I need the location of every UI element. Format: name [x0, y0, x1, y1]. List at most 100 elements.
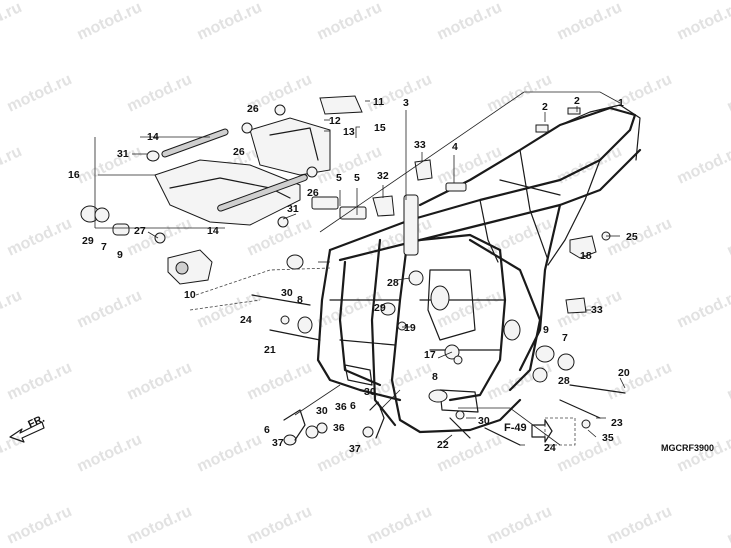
- watermark: motod.ru: [195, 0, 265, 44]
- callout-13: 13: [343, 126, 355, 138]
- callout-33: 33: [414, 139, 426, 151]
- watermark: motod.ru: [555, 431, 625, 476]
- callout-14: 14: [207, 225, 219, 237]
- watermark: motod.ru: [245, 503, 315, 548]
- watermark: motod.ru: [125, 503, 195, 548]
- watermark: motod.ru: [5, 215, 75, 260]
- watermark: motod.ru: [0, 0, 25, 44]
- callout-4: 4: [452, 141, 458, 153]
- callout-5: 5: [336, 172, 342, 184]
- callout-33: 33: [591, 304, 603, 316]
- callout-36: 36: [335, 401, 347, 413]
- watermark: motod.ru: [195, 431, 265, 476]
- callout-16: 16: [68, 169, 80, 181]
- watermark: motod.ru: [675, 143, 731, 188]
- watermark: motod.ru: [725, 503, 731, 548]
- callout-6: 6: [264, 424, 270, 436]
- callout-12: 12: [329, 115, 341, 127]
- callout-26: 26: [307, 187, 319, 199]
- watermark: motod.ru: [725, 215, 731, 260]
- callout-29: 29: [374, 302, 386, 314]
- callout-18: 18: [580, 250, 592, 262]
- watermark: motod.ru: [725, 359, 731, 404]
- callout-6: 6: [350, 400, 356, 412]
- watermark: motod.ru: [5, 359, 75, 404]
- callout-8: 8: [432, 371, 438, 383]
- callout-10: 10: [184, 289, 196, 301]
- hardware-drawing: [80, 104, 626, 446]
- callout-29: 29: [82, 235, 94, 247]
- watermark: motod.ru: [675, 0, 731, 44]
- watermark: motod.ru: [315, 0, 385, 44]
- callout-19: 19: [404, 322, 416, 334]
- watermark: motod.ru: [125, 359, 195, 404]
- callout-7: 7: [562, 332, 568, 344]
- watermark: motod.ru: [675, 287, 731, 332]
- callout-23: 23: [611, 417, 623, 429]
- upper-parts-drawing: [154, 95, 597, 314]
- watermark: motod.ru: [435, 0, 505, 44]
- callout-30: 30: [316, 405, 328, 417]
- watermark: motod.ru: [5, 71, 75, 116]
- watermark: motod.ru: [0, 287, 25, 332]
- frame-body-drawing: [316, 104, 642, 434]
- watermark: motod.ru: [605, 359, 675, 404]
- callout-21: 21: [264, 344, 276, 356]
- watermark: motod.ru: [245, 359, 315, 404]
- callout-2: 2: [542, 101, 548, 113]
- watermark: motod.ru: [0, 143, 25, 188]
- callout-31: 31: [287, 203, 299, 215]
- watermark: motod.ru: [5, 503, 75, 548]
- diagram-code: MGCRF3900: [661, 443, 714, 453]
- watermark: motod.ru: [605, 503, 675, 548]
- callout-28: 28: [387, 277, 399, 289]
- watermark: motod.ru: [125, 71, 195, 116]
- callout-30: 30: [364, 386, 376, 398]
- callout-3: 3: [403, 97, 409, 109]
- watermark: motod.ru: [75, 143, 145, 188]
- callout-7: 7: [101, 241, 107, 253]
- watermark: motod.ru: [75, 287, 145, 332]
- callout-32: 32: [377, 170, 389, 182]
- watermark: motod.ru: [75, 431, 145, 476]
- callout-1: 1: [618, 97, 624, 109]
- callout-9: 9: [117, 249, 123, 261]
- callout-2: 2: [574, 95, 580, 107]
- callout-36: 36: [333, 422, 345, 434]
- callout-24: 24: [544, 442, 556, 454]
- watermark: motod.ru: [485, 503, 555, 548]
- callout-37: 37: [349, 443, 361, 455]
- ref-label-f49: F-49: [504, 422, 527, 434]
- watermark: motod.ru: [555, 0, 625, 44]
- callout-22: 22: [437, 439, 449, 451]
- callout-9: 9: [543, 324, 549, 336]
- callout-17: 17: [424, 349, 436, 361]
- callout-27: 27: [134, 225, 146, 237]
- callout-14: 14: [147, 131, 159, 143]
- callout-5: 5: [354, 172, 360, 184]
- callout-11: 11: [373, 96, 384, 108]
- callout-30: 30: [281, 287, 293, 299]
- callout-25: 25: [626, 231, 638, 243]
- watermark: motod.ru: [75, 0, 145, 44]
- watermark: motod.ru: [725, 71, 731, 116]
- callout-26: 26: [233, 146, 245, 158]
- callout-26: 26: [247, 103, 259, 115]
- ref-box: [531, 417, 576, 446]
- front-arrow: [9, 421, 45, 443]
- watermark: motod.ru: [675, 431, 731, 476]
- watermark: motod.ru: [605, 215, 675, 260]
- watermark: motod.ru: [365, 71, 435, 116]
- callout-28: 28: [558, 375, 570, 387]
- callout-37: 37: [272, 437, 284, 449]
- callout-24: 24: [240, 314, 252, 326]
- callout-35: 35: [602, 432, 614, 444]
- callout-8: 8: [297, 294, 303, 306]
- watermark: motod.ru: [195, 287, 265, 332]
- callout-20: 20: [618, 367, 630, 379]
- watermark: motod.ru: [365, 503, 435, 548]
